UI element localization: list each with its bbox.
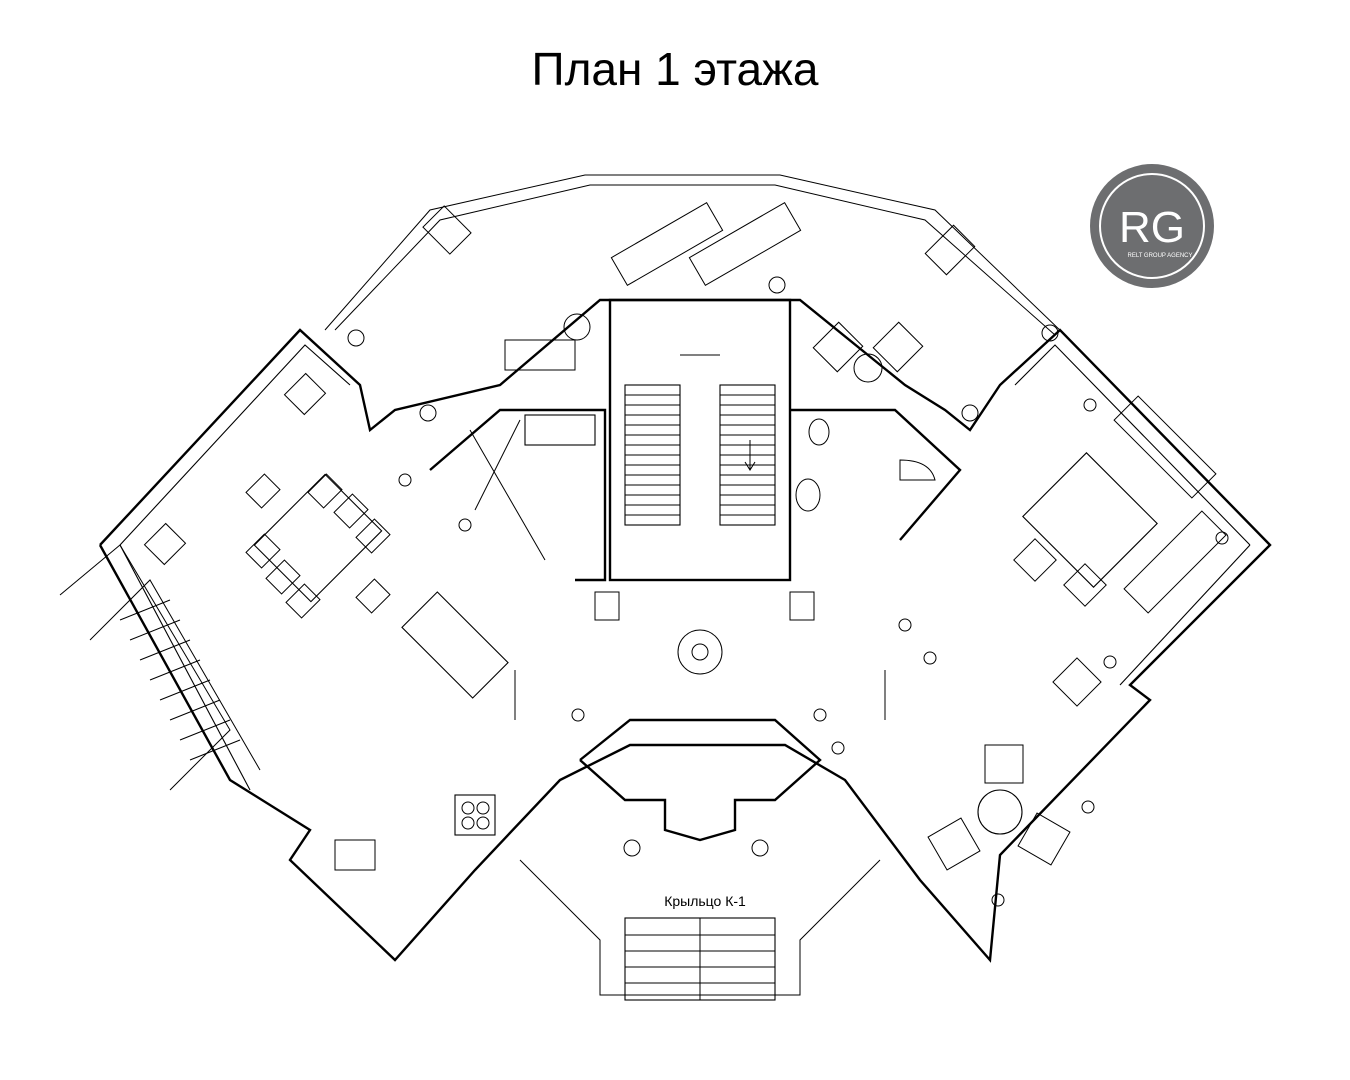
lounge — [927, 744, 1071, 871]
dining-room — [143, 372, 391, 619]
sun-loungers — [610, 201, 802, 287]
living-room — [1013, 395, 1227, 707]
plan-title: План 1 этажа — [531, 43, 819, 95]
central-hall — [514, 591, 886, 720]
rg-logo: RG RELT GROUP AGENCY — [1090, 164, 1214, 288]
kitchen — [334, 591, 509, 871]
logo-text: RG — [1119, 203, 1185, 252]
upper-terrace — [324, 174, 1066, 336]
porch — [519, 859, 881, 1001]
exterior-walls — [98, 298, 1272, 963]
side-staircase — [59, 544, 261, 791]
porch-label: Крыльцо К-1 — [664, 893, 746, 909]
outlets — [398, 398, 1229, 907]
bathroom — [790, 321, 962, 541]
logo-circle — [1090, 164, 1214, 288]
central-staircase — [608, 298, 792, 582]
light-fixtures — [347, 276, 1059, 857]
left-utility-rooms — [429, 313, 607, 582]
logo-subtext: RELT GROUP AGENCY — [1127, 253, 1192, 259]
vestibule — [579, 718, 822, 842]
